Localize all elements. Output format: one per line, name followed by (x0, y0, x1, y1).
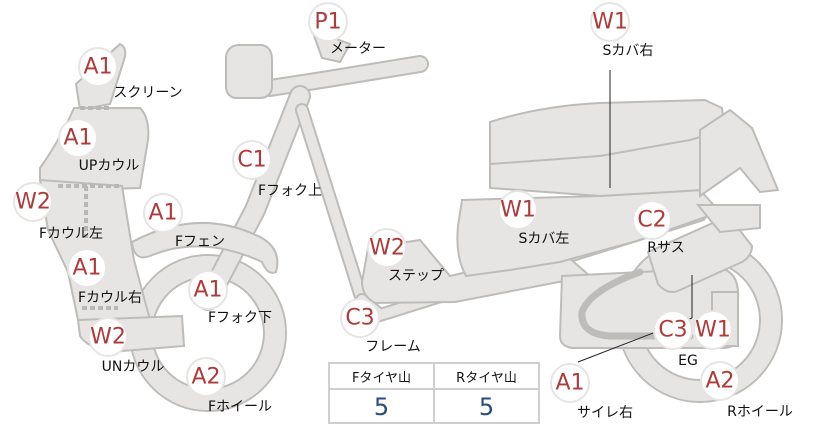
grade-badge (693, 310, 733, 350)
grade-badge (590, 2, 630, 42)
callout-f-cowl-right: A1 Fカウル右 (67, 248, 142, 306)
svg-text:A1: A1 (148, 201, 177, 226)
svg-text:C3: C3 (658, 318, 687, 343)
svg-text:Fカウル左: Fカウル左 (39, 226, 103, 242)
svg-text:Fホイール: Fホイール (208, 399, 272, 415)
svg-text:W1: W1 (592, 10, 628, 35)
grade-badge (232, 140, 272, 180)
grade-badge (340, 298, 380, 338)
svg-text:Sカバ右: Sカバ右 (603, 43, 654, 59)
svg-text:メーター: メーター (330, 41, 386, 57)
grade-badge (186, 357, 226, 397)
callout-s-cover-left: W1 Sカバ左 (498, 190, 570, 247)
front-fender (130, 222, 279, 274)
svg-text:W2: W2 (90, 325, 126, 350)
grade-badge (308, 2, 348, 42)
svg-text:A1: A1 (193, 278, 222, 303)
callout-r-suspension: C2 Rサス (632, 200, 685, 256)
grade-badge (653, 310, 693, 350)
grade-badge (13, 182, 53, 222)
svg-text:A1: A1 (83, 55, 112, 80)
svg-text:P1: P1 (314, 10, 341, 35)
callout-muffler-right: A1 サイレ右 (550, 363, 633, 421)
callout-up-cowl: A1 UPカウル (58, 118, 140, 174)
motorcycle-illustration (38, 28, 783, 412)
front-tire-tread-header: Fタイヤ山 (351, 370, 412, 386)
svg-text:A1: A1 (72, 256, 101, 281)
svg-text:C2: C2 (637, 208, 666, 233)
grade-badge (550, 363, 590, 403)
svg-text:Fカウル右: Fカウル右 (78, 290, 142, 306)
svg-text:A2: A2 (191, 365, 220, 390)
grade-badge (67, 248, 107, 288)
callout-f-wheel: A2 Fホイール (186, 357, 272, 415)
svg-text:Sカバ左: Sカバ左 (519, 231, 570, 247)
grade-badge (78, 47, 118, 87)
handlebar (261, 55, 429, 97)
svg-text:C1: C1 (237, 148, 266, 173)
svg-text:W1: W1 (500, 198, 536, 223)
rear-tire-tread-value: 5 (433, 390, 538, 424)
rear-tire-tread-header: Rタイヤ山 (433, 364, 538, 388)
tire-tread-table: Fタイヤ山 Rタイヤ山 5 5 (328, 362, 540, 424)
rear-cowl (699, 108, 780, 198)
tire-tread-value-row: 5 5 (330, 390, 538, 424)
svg-text:W2: W2 (15, 190, 51, 215)
front-fork (197, 85, 311, 311)
grade-badge (367, 228, 407, 268)
svg-text:Fフォク上: Fフォク上 (258, 183, 322, 199)
grade-badge (632, 200, 672, 240)
grade-badge (188, 270, 228, 310)
grade-badge (498, 190, 538, 230)
svg-text:Fフォク下: Fフォク下 (208, 310, 272, 326)
callout-f-fork-upper: C1 Fフォク上 (232, 140, 322, 199)
svg-text:EG: EG (678, 353, 698, 369)
grade-badge (88, 317, 128, 357)
tail-light (695, 204, 761, 234)
svg-text:UNカウル: UNカウル (102, 359, 165, 375)
svg-text:W2: W2 (369, 236, 405, 261)
svg-text:A2: A2 (705, 369, 734, 394)
grade-badge (58, 118, 98, 158)
callout-engine: C3 W1 EG (653, 310, 733, 369)
svg-text:C3: C3 (345, 306, 374, 331)
callout-r-wheel: A2 Rホイール (700, 361, 793, 420)
callout-un-cowl: W2 UNカウル (88, 317, 165, 375)
svg-text:W1: W1 (695, 318, 731, 343)
callout-s-cover-right: W1 Sカバ右 (590, 2, 654, 59)
callout-frame: C3 フレーム (340, 298, 421, 355)
callout-step: W2 ステップ (367, 228, 444, 284)
grade-badge (700, 361, 740, 401)
svg-text:Fフェン: Fフェン (175, 234, 225, 250)
callout-f-fender: A1 Fフェン (143, 193, 225, 250)
svg-text:A1: A1 (555, 371, 584, 396)
callout-screen: A1 スクリーン (78, 47, 183, 101)
tire-tread-header-row: Fタイヤ山 Rタイヤ山 (330, 364, 538, 390)
svg-text:UPカウル: UPカウル (79, 158, 140, 174)
svg-text:A1: A1 (63, 126, 92, 151)
callout-meter: P1 メーター (308, 2, 386, 57)
headlight (225, 44, 273, 99)
callout-f-fork-lower: A1 Fフォク下 (188, 270, 272, 326)
svg-text:スクリーン: スクリーン (113, 85, 182, 101)
grade-badge (143, 193, 183, 233)
svg-text:Rサス: Rサス (647, 240, 684, 256)
svg-text:Rホイール: Rホイール (727, 404, 793, 420)
svg-text:ステップ: ステップ (388, 268, 444, 284)
callout-f-cowl-left: W2 Fカウル左 (13, 182, 103, 242)
svg-text:サイレ右: サイレ右 (577, 405, 633, 421)
svg-text:フレーム: フレーム (365, 339, 421, 355)
front-tire-tread-value: 5 (373, 393, 390, 421)
